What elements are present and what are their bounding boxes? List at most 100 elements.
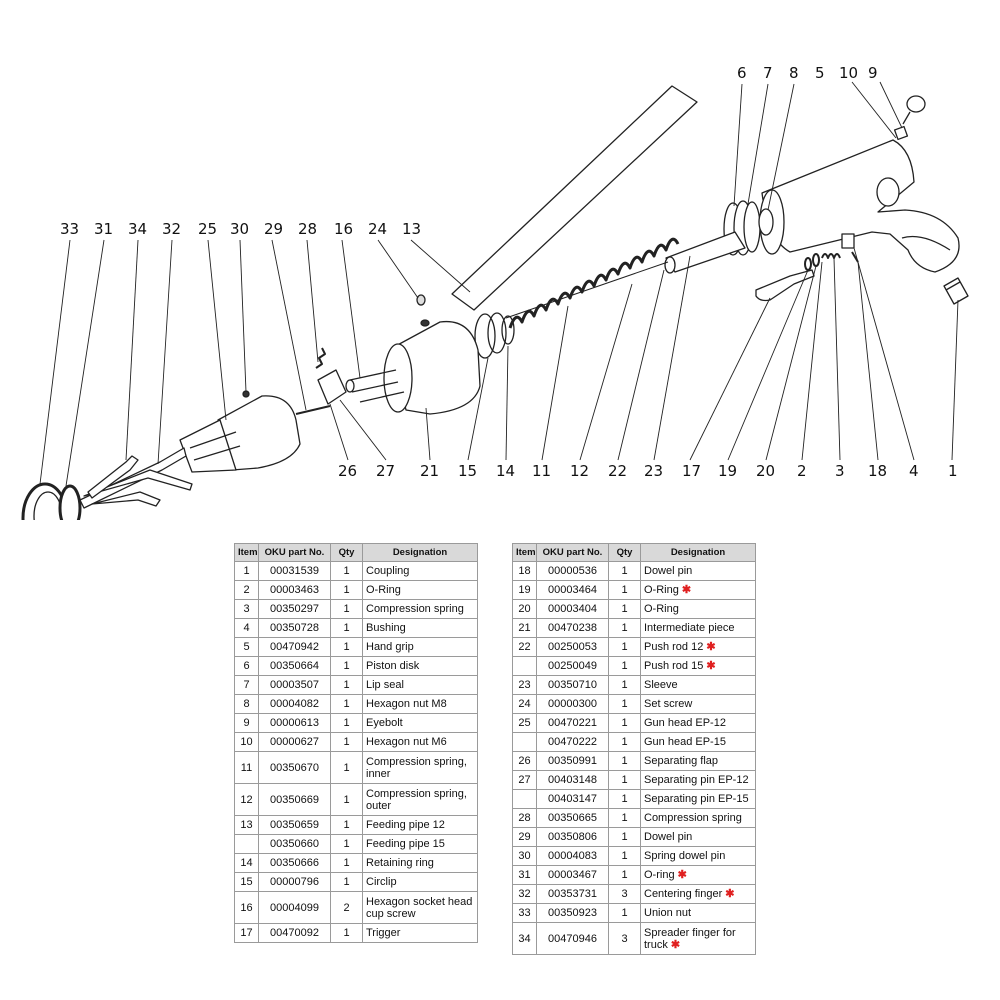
qty-cell: 1 [608, 580, 641, 600]
header-part-no: OKU part No. [258, 543, 331, 562]
qty-cell-text: 1 [621, 717, 628, 729]
qty-cell-text: 1 [343, 793, 350, 806]
qty-cell-text: 1 [621, 850, 628, 862]
designation-cell-text: Eyebolt [366, 717, 403, 729]
callout-14: 14 [496, 462, 515, 480]
item-cell: 31 [512, 865, 537, 885]
designation-cell-text: Coupling [366, 565, 410, 577]
qty-cell: 1 [330, 815, 363, 835]
callout-4: 4 [909, 462, 919, 480]
part-no-cell: 00003507 [258, 675, 331, 695]
qty-cell-text: 1 [343, 819, 350, 831]
designation-cell-text: Lip seal [366, 679, 404, 691]
item-cell [234, 834, 259, 854]
part-no-cell: 00470222 [536, 732, 609, 752]
qty-cell: 1 [330, 694, 363, 714]
designation-cell-text: Piston disk [366, 660, 420, 672]
item-cell: 1 [234, 561, 259, 581]
designation-cell: Retaining ring [362, 853, 478, 873]
qty-cell-text: 1 [343, 857, 350, 869]
item-cell: 20 [512, 599, 537, 619]
designation-cell-text: Hexagon nut M8 [366, 698, 447, 710]
item-cell: 9 [234, 713, 259, 733]
item-cell: 7 [234, 675, 259, 695]
item-cell-text: 16 [240, 901, 253, 914]
qty-cell: 1 [608, 827, 641, 847]
designation-cell-text: O-ring [644, 869, 675, 881]
part-no-cell-text: 00350297 [270, 603, 319, 615]
o-ring-part [58, 484, 82, 520]
part-no-cell: 00350728 [258, 618, 331, 638]
item-cell-text: 19 [518, 584, 531, 596]
designation-cell: Lip seal [362, 675, 478, 695]
qty-cell-text: 1 [621, 660, 628, 672]
part-no-cell: 00250053 [536, 637, 609, 657]
qty-cell-text: 1 [621, 755, 628, 767]
part-no-cell: 00000796 [258, 872, 331, 892]
part-no-cell-text: 00350665 [548, 812, 597, 824]
qty-cell-text: 1 [621, 641, 628, 653]
designation-cell-text: Compression spring [366, 603, 464, 615]
item-cell: 10 [234, 732, 259, 752]
designation-cell-text: Separating pin EP-15 [644, 793, 749, 805]
qty-cell-text: 1 [343, 717, 350, 729]
table-header-row: Item OKU part No. Qty Designation [512, 543, 756, 562]
gun-head-part [179, 390, 301, 473]
item-cell: 17 [234, 923, 259, 943]
hand-grip-part [759, 139, 960, 273]
qty-cell: 1 [330, 732, 363, 752]
qty-cell-text: 1 [621, 869, 628, 881]
fingers-part [79, 447, 193, 509]
part-no-cell: 00470942 [258, 637, 331, 657]
part-no-cell-text: 00250049 [548, 660, 597, 672]
designation-cell: Spreader finger for truck✱ [640, 922, 756, 955]
callout-13: 13 [402, 220, 421, 238]
callout-20: 20 [756, 462, 775, 480]
qty-cell: 1 [330, 599, 363, 619]
item-cell-text: 13 [240, 819, 253, 831]
item-cell-text: 15 [240, 876, 253, 888]
designation-cell-text: Compression spring, outer [366, 787, 467, 812]
item-cell-text: 9 [243, 717, 250, 729]
header-qty: Qty [330, 543, 363, 562]
designation-cell: Feeding pipe 15 [362, 834, 478, 854]
part-no-cell-text: 00003463 [270, 584, 319, 596]
callout-16: 16 [334, 220, 353, 238]
qty-cell: 1 [608, 732, 641, 752]
qty-cell: 1 [330, 834, 363, 854]
item-cell-text: 32 [518, 888, 531, 900]
designation-cell: Hexagon nut M6 [362, 732, 478, 752]
designation-cell: Centering finger✱ [640, 884, 756, 904]
item-cell-text: 29 [518, 831, 531, 843]
item-cell-text: 12 [240, 793, 253, 806]
part-no-cell: 00350670 [258, 751, 331, 784]
callout-25: 25 [198, 220, 217, 238]
designation-cell: Spring dowel pin [640, 846, 756, 866]
qty-cell: 3 [608, 884, 641, 904]
qty-cell: 1 [330, 713, 363, 733]
qty-cell-text: 1 [343, 876, 350, 888]
qty-cell: 1 [330, 675, 363, 695]
item-cell: 19 [512, 580, 537, 600]
designation-cell-text: Compression spring, inner [366, 755, 467, 780]
designation-cell: Hexagon socket head cup screw [362, 891, 478, 924]
part-no-cell: 00350806 [536, 827, 609, 847]
part-no-cell-text: 00000796 [270, 876, 319, 888]
designation-cell-text: Spreader finger for truck [644, 926, 736, 951]
item-cell: 29 [512, 827, 537, 847]
callout-6: 6 [737, 64, 747, 82]
wear-part-asterisk-icon: ✱ [706, 660, 716, 672]
callout-27: 27 [376, 462, 395, 480]
qty-cell: 1 [330, 853, 363, 873]
union-nut-part [21, 482, 69, 520]
callout-24: 24 [368, 220, 387, 238]
item-cell-text: 21 [518, 622, 531, 634]
